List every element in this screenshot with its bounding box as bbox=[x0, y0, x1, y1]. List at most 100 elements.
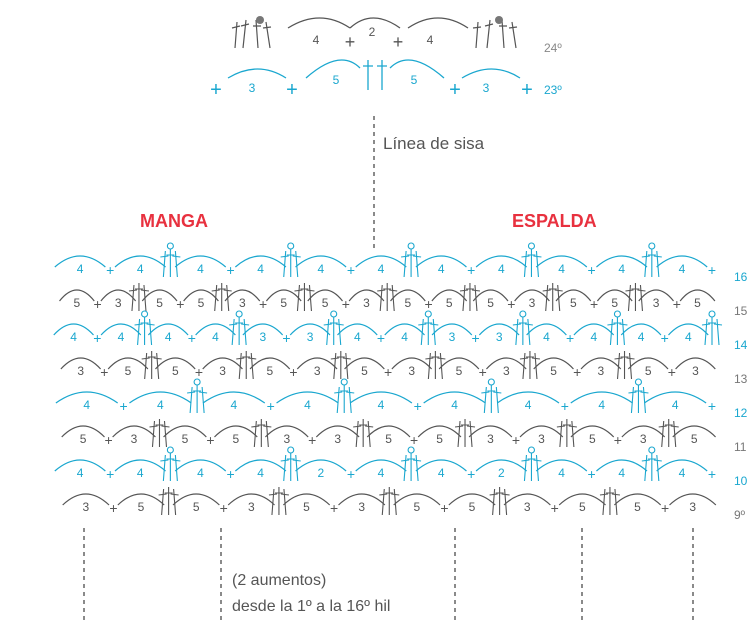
picot-mark bbox=[235, 310, 243, 318]
double-crochet-fan bbox=[418, 317, 439, 346]
chain-arc bbox=[468, 425, 513, 438]
chain-count: 4 bbox=[157, 398, 164, 412]
chain-count: 5 bbox=[550, 364, 557, 378]
detail-row-23: + + + + 3 5 5 3 23º bbox=[210, 59, 562, 101]
chain-count: 4 bbox=[598, 398, 605, 412]
chain-count: 5 bbox=[280, 296, 287, 310]
row-number: 14 bbox=[734, 338, 748, 352]
chain-arc bbox=[344, 357, 385, 370]
picot-mark bbox=[193, 378, 201, 386]
chain-arc bbox=[55, 391, 119, 404]
chain-count: 5 bbox=[405, 296, 412, 310]
double-crochet-fan bbox=[614, 351, 635, 380]
chain-count: 5 bbox=[182, 432, 189, 446]
chain-count: 5 bbox=[138, 500, 145, 514]
chain-arc bbox=[296, 357, 338, 370]
detail-count: 2 bbox=[369, 25, 376, 39]
chain-arc bbox=[224, 289, 261, 302]
single-crochet-mark: + bbox=[289, 364, 297, 380]
single-crochet-mark: + bbox=[195, 364, 203, 380]
double-crochet-fan bbox=[401, 249, 422, 278]
single-crochet-mark: + bbox=[226, 466, 234, 482]
chain-count: 4 bbox=[77, 466, 84, 480]
chain-arc bbox=[264, 425, 309, 438]
picot-mark bbox=[634, 378, 642, 386]
chain-arc bbox=[423, 391, 486, 404]
chain-count: 4 bbox=[438, 466, 445, 480]
chain-count: 5 bbox=[634, 500, 641, 514]
single-crochet-mark: + bbox=[384, 364, 392, 380]
chain-arc bbox=[533, 357, 574, 370]
chain-count: 2 bbox=[498, 466, 505, 480]
chain-arc bbox=[355, 255, 407, 268]
chain-arc bbox=[227, 493, 275, 506]
back-label: ESPALDA bbox=[512, 211, 597, 231]
chain-count: 3 bbox=[503, 364, 510, 378]
single-crochet-mark: + bbox=[467, 466, 475, 482]
single-crochet-mark: + bbox=[226, 262, 234, 278]
chain-arc bbox=[147, 323, 189, 336]
chain-count: 3 bbox=[524, 500, 531, 514]
chain-count: 4 bbox=[257, 262, 264, 276]
chain-count: 4 bbox=[618, 262, 625, 276]
single-crochet-mark: + bbox=[551, 500, 559, 516]
double-crochet-fan bbox=[134, 317, 155, 346]
chain-arc bbox=[202, 391, 266, 404]
single-crochet-mark: + bbox=[259, 296, 267, 312]
chain-count: 4 bbox=[304, 398, 311, 412]
single-crochet-mark: + bbox=[176, 296, 184, 312]
chain-arc bbox=[672, 425, 716, 438]
chain-count: 4 bbox=[401, 330, 408, 344]
chain-count: 3 bbox=[83, 500, 90, 514]
chain-arc bbox=[675, 357, 716, 370]
chain-arc bbox=[475, 255, 528, 268]
chain-count: 4 bbox=[543, 330, 550, 344]
chain-arc bbox=[112, 425, 156, 438]
chain-count: 5 bbox=[233, 432, 240, 446]
single-crochet-mark: + bbox=[588, 262, 596, 278]
stitch-cluster-left bbox=[231, 16, 272, 49]
chain-arc bbox=[163, 425, 207, 438]
chain-count: 3 bbox=[283, 432, 290, 446]
picot-mark bbox=[487, 378, 495, 386]
chain-arc bbox=[234, 459, 287, 472]
double-crochet-fan bbox=[160, 453, 181, 482]
chain-count: 3 bbox=[358, 500, 365, 514]
single-crochet-mark: + bbox=[410, 432, 418, 448]
chain-arc bbox=[61, 425, 105, 438]
double-crochet-fan bbox=[211, 283, 232, 312]
double-crochet-fan bbox=[625, 283, 646, 312]
chain-count: 5 bbox=[589, 432, 596, 446]
single-crochet-mark: + bbox=[588, 466, 596, 482]
chain-count: 3 bbox=[689, 500, 696, 514]
range-note: desde la 1º a la 16º hil bbox=[232, 598, 390, 615]
chain-count: 4 bbox=[378, 398, 385, 412]
chain-arc bbox=[295, 255, 347, 268]
chain-count: 4 bbox=[137, 466, 144, 480]
chain-count: 5 bbox=[645, 364, 652, 378]
chain-count: 5 bbox=[303, 500, 310, 514]
svg-text:+: + bbox=[210, 79, 222, 101]
double-crochet-fan bbox=[160, 249, 181, 278]
detail-count: 5 bbox=[333, 73, 340, 87]
chain-arc bbox=[573, 323, 615, 336]
chain-arc bbox=[129, 391, 192, 404]
double-crochet-fan bbox=[379, 487, 400, 516]
single-crochet-mark: + bbox=[440, 500, 448, 516]
chain-arc bbox=[558, 493, 606, 506]
chain-arc bbox=[114, 255, 166, 268]
chain-count: 4 bbox=[618, 466, 625, 480]
chain-arc bbox=[415, 459, 467, 472]
chain-arc bbox=[526, 323, 567, 336]
single-crochet-mark: + bbox=[414, 398, 422, 414]
single-crochet-mark: + bbox=[661, 330, 669, 346]
row-number: 16 bbox=[734, 270, 748, 284]
chain-count: 4 bbox=[83, 398, 90, 412]
chain-count: 4 bbox=[231, 398, 238, 412]
chain-arc bbox=[349, 391, 413, 404]
row-number: 11 bbox=[734, 440, 747, 454]
chain-count: 4 bbox=[212, 330, 219, 344]
single-crochet-mark: + bbox=[614, 432, 622, 448]
chain-count: 4 bbox=[165, 330, 172, 344]
double-crochet-fan bbox=[658, 419, 679, 448]
